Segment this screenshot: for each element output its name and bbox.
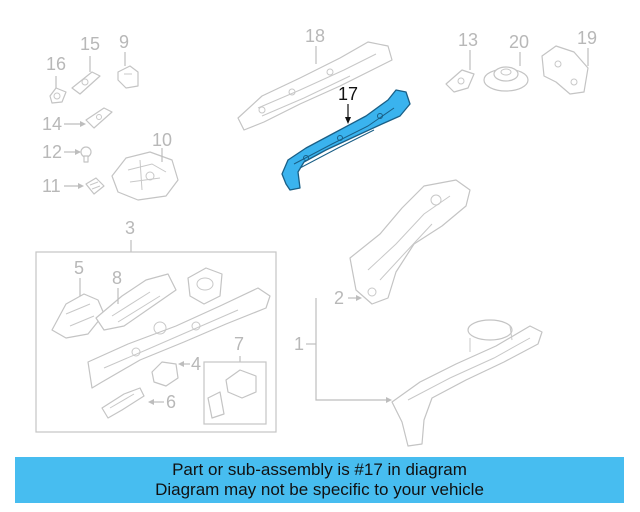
part-7-clip[interactable] bbox=[207, 369, 257, 419]
callout-13[interactable]: 13 bbox=[458, 30, 478, 50]
callout-16[interactable]: 16 bbox=[46, 54, 66, 74]
part-5-bracket[interactable] bbox=[51, 293, 105, 339]
callout-9[interactable]: 9 bbox=[119, 32, 129, 52]
callout-11[interactable]: 11 bbox=[42, 176, 61, 196]
callout-19[interactable]: 19 bbox=[577, 28, 597, 48]
part-9-bracket[interactable] bbox=[117, 65, 139, 89]
callout-3[interactable]: 3 bbox=[125, 218, 135, 238]
callout-8[interactable]: 8 bbox=[112, 268, 122, 288]
part-15-bracket[interactable] bbox=[71, 71, 101, 95]
part-12-bolt[interactable] bbox=[80, 146, 92, 163]
part-20-grommet[interactable] bbox=[483, 66, 529, 92]
banner-line-2: Diagram may not be specific to your vehi… bbox=[155, 480, 484, 499]
callout-18[interactable]: 18 bbox=[305, 26, 325, 46]
part-13-bracket[interactable] bbox=[445, 69, 475, 93]
part-14-bracket[interactable] bbox=[85, 107, 113, 129]
callout-6[interactable]: 6 bbox=[166, 392, 176, 412]
parts-diagram: 16 15 9 14 12 11 10 bbox=[35, 26, 597, 447]
part-8-panel[interactable] bbox=[95, 273, 177, 331]
banner-line-1: Part or sub-assembly is #17 in diagram bbox=[172, 460, 467, 479]
info-banner: Part or sub-assembly is #17 in diagram D… bbox=[15, 457, 624, 503]
leader-1-bracket bbox=[315, 298, 388, 401]
part-17-highlighted-rail[interactable] bbox=[281, 89, 411, 191]
part-16-bracket[interactable] bbox=[49, 87, 67, 104]
part-6-bar[interactable] bbox=[101, 387, 145, 419]
assembly-7-box bbox=[203, 361, 267, 425]
part-19-bracket[interactable] bbox=[541, 45, 589, 95]
callout-14[interactable]: 14 bbox=[42, 114, 62, 134]
callout-4[interactable]: 4 bbox=[191, 354, 201, 374]
callout-7[interactable]: 7 bbox=[234, 334, 244, 354]
callout-15[interactable]: 15 bbox=[80, 34, 100, 54]
callout-12[interactable]: 12 bbox=[42, 142, 62, 162]
callout-2[interactable]: 2 bbox=[334, 288, 344, 308]
part-4-bracket[interactable] bbox=[151, 361, 179, 387]
part-10-mount[interactable] bbox=[111, 151, 179, 201]
part-11-clip[interactable] bbox=[85, 177, 105, 195]
callout-10[interactable]: 10 bbox=[152, 130, 172, 150]
part-1-frame-rail[interactable] bbox=[391, 319, 543, 447]
assembly-3-box bbox=[35, 251, 277, 433]
part-18-rail[interactable] bbox=[237, 41, 393, 131]
callout-5[interactable]: 5 bbox=[74, 258, 84, 278]
part-bracket-cup[interactable] bbox=[187, 267, 223, 305]
callout-17[interactable]: 17 bbox=[338, 84, 358, 104]
callout-20[interactable]: 20 bbox=[509, 32, 529, 52]
part-2-apron[interactable] bbox=[349, 179, 471, 305]
callout-1[interactable]: 1 bbox=[294, 334, 304, 354]
part-assembly-rail[interactable] bbox=[87, 287, 271, 389]
